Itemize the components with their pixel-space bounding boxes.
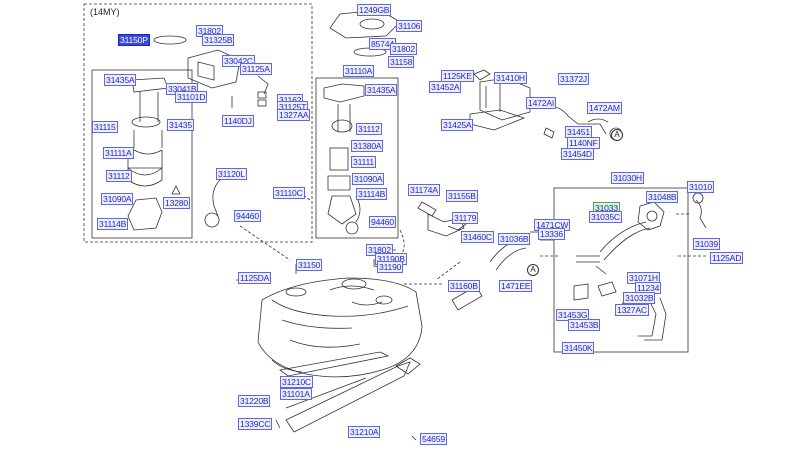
part-label-p1471ee[interactable]: 1471EE [499,280,533,292]
canister [479,77,531,121]
part-label-p31802b[interactable]: 31802 [390,43,417,55]
part-label-p31454d[interactable]: 31454D [561,148,594,160]
variant-frame [83,3,313,243]
part-label-p31452a[interactable]: 31452A [429,81,462,93]
part-label-p1125da[interactable]: 1125DA [238,272,272,284]
part-label-p31174a[interactable]: 31174A [408,184,440,196]
part-label-p31435a2[interactable]: 31435A [365,84,398,96]
part-label-p31048b[interactable]: 31048B [646,191,679,203]
part-label-p31106[interactable]: 31106 [396,20,423,32]
part-label-p31039[interactable]: 31039 [693,238,720,250]
variant-note: (14MY) [90,7,120,17]
part-label-p31110c[interactable]: 31110C [273,187,305,199]
tank-strap-front [279,351,390,377]
part-label-p54659[interactable]: 54659 [420,433,447,445]
part-label-p31179[interactable]: 31179 [452,212,479,224]
part-label-p31425a[interactable]: 31425A [441,119,474,131]
vent-valve [427,213,465,237]
part-label-p31032b[interactable]: 31032B [623,292,656,304]
canister-bracket [469,109,526,131]
part-label-p31372j[interactable]: 31372J [558,73,589,85]
filler-cap-housing [637,201,665,231]
filler-box [553,187,689,353]
part-label-p31090a2[interactable]: 31090A [352,173,385,185]
part-label-p13336[interactable]: 13336 [538,228,565,240]
part-label-p1249gb[interactable]: 1249GB [357,4,392,16]
part-label-p31380a[interactable]: 31380A [351,140,384,152]
part-label-p31210a[interactable]: 31210A [348,426,381,438]
gasket-part [153,35,187,45]
part-label-p1327aa[interactable]: 1327AA [277,109,311,121]
fuel-pump-flange [187,49,241,89]
sender-box-left [91,69,193,239]
part-label-p1472al[interactable]: 1472AI [526,97,557,109]
part-label-p31435[interactable]: 31435 [167,119,194,131]
tank-strap-rear [285,361,411,433]
part-label-p31101a[interactable]: 31101A [280,388,312,400]
part-label-p1327ac[interactable]: 1327AC [615,304,649,316]
filler-pipe [599,221,647,253]
part-label-p31435a1[interactable]: 31435A [104,74,137,86]
part-label-p31150p[interactable]: 31150P [118,34,150,46]
part-label-p31460c[interactable]: 31460C [461,231,494,243]
part-label-p31111a1[interactable]: 31111A [103,147,134,159]
part-label-p1339cc[interactable]: 1339CC [238,418,273,430]
part-label-p31112a[interactable]: 31112 [106,170,132,182]
strainer [127,197,163,231]
part-label-p31115[interactable]: 31115 [92,121,118,133]
part-label-p31036b[interactable]: 31036B [498,233,531,245]
part-label-p31450k[interactable]: 31450K [562,342,595,354]
pump-body [127,167,163,187]
part-label-p31112b[interactable]: 31112 [356,123,382,135]
part-label-p31110a[interactable]: 31110A [343,65,375,77]
part-label-p31125a[interactable]: 31125A [240,63,272,75]
part-label-p31111[interactable]: 31111 [351,156,376,168]
part-label-p31010[interactable]: 31010 [687,181,714,193]
part-label-p31453b[interactable]: 31453B [568,319,601,331]
part-label-p31114b2[interactable]: 31114B [356,188,388,200]
part-label-p31160b[interactable]: 31160B [448,280,480,292]
part-label-p31035c[interactable]: 31035C [589,211,622,223]
part-label-p31114b1[interactable]: 31114B [97,218,129,230]
part-label-p31410h[interactable]: 31410H [494,72,527,84]
part-label-p13280[interactable]: 13280 [163,197,190,209]
sender-box-center [315,77,399,239]
part-label-p31150[interactable]: 31150 [296,259,323,271]
fuel-tank [257,277,423,378]
part-label-p31190[interactable]: 31190 [377,261,404,273]
part-label-p94460a[interactable]: 94460 [234,210,261,222]
part-label-p31090a1[interactable]: 31090A [101,193,134,205]
ref-marker-a-upper: A [611,129,623,141]
part-label-p31120l[interactable]: 31120L [216,168,247,180]
part-label-p94460b[interactable]: 94460 [369,216,396,228]
part-label-p31220b[interactable]: 31220B [238,395,271,407]
part-label-p1140dj[interactable]: 1140DJ [222,115,254,127]
ref-marker-a-lower: A [527,264,539,276]
part-label-p31101d[interactable]: 31101D [175,91,208,103]
part-label-p31210c[interactable]: 31210C [280,376,313,388]
part-label-p31155b[interactable]: 31155B [446,190,478,202]
part-label-p31030h[interactable]: 31030H [611,172,644,184]
part-label-p31158[interactable]: 31158 [388,56,415,68]
part-label-p1472am[interactable]: 1472AM [587,102,622,114]
part-label-p1125ad[interactable]: 1125AD [710,252,744,264]
part-label-p31325b[interactable]: 31325B [202,34,235,46]
